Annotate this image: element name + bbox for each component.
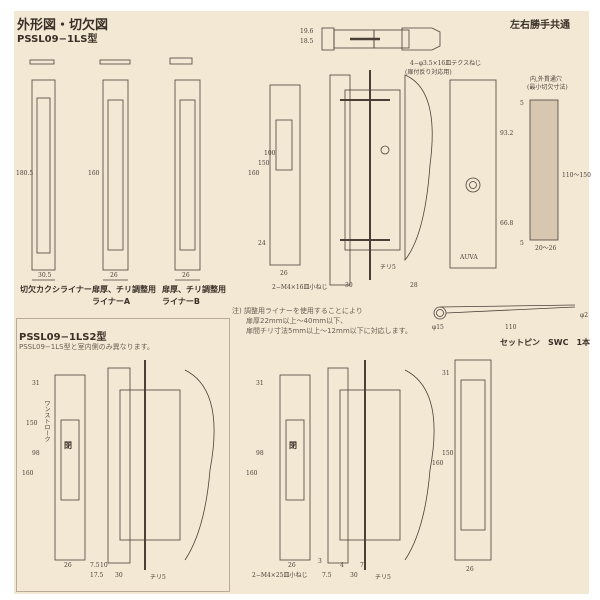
dim: 160 bbox=[88, 170, 100, 177]
dim: 150 bbox=[258, 160, 270, 167]
ls2-section bbox=[16, 318, 230, 592]
dim: 150 bbox=[26, 420, 38, 427]
dim: 30 bbox=[115, 572, 123, 579]
dim: 10 bbox=[100, 562, 108, 569]
dim: 26 bbox=[466, 566, 474, 573]
dim: 66.8 bbox=[500, 220, 514, 227]
dim: 5 bbox=[520, 240, 524, 247]
dim: 24 bbox=[258, 240, 266, 247]
lock-side-views bbox=[269, 70, 433, 286]
dim: 30.5 bbox=[38, 272, 52, 279]
dim: 160 bbox=[246, 470, 258, 477]
liner-b bbox=[169, 57, 201, 281]
callout: (扉付反り対応用) bbox=[405, 69, 452, 76]
lock-label: 閉 bbox=[64, 441, 72, 450]
lock-front-view bbox=[449, 79, 559, 269]
callout: (最小切欠寸法) bbox=[527, 84, 568, 91]
dim: 31 bbox=[256, 380, 264, 387]
dim: チリ5 bbox=[150, 574, 166, 581]
dim: 30 bbox=[350, 572, 358, 579]
dim: φ15 bbox=[432, 324, 444, 331]
ls2-drawings bbox=[54, 360, 215, 570]
note-prefix: 注) bbox=[232, 307, 242, 315]
page-title: 外形図・切欠図 bbox=[17, 18, 109, 33]
ls2-title: PSSL09−1LS2型 bbox=[19, 332, 107, 343]
dim: 160 bbox=[22, 470, 34, 477]
vertical-label: ワンストローク bbox=[43, 400, 50, 442]
common-note: 左右勝手共通 bbox=[510, 20, 570, 31]
dim: 180.5 bbox=[16, 170, 34, 177]
dim: 17.5 bbox=[90, 572, 104, 579]
note: 注) 調整用ライナーを使用することにより 扉厚22mm以上〜40mm以下、 扉間… bbox=[232, 306, 412, 336]
dim: 26 bbox=[110, 272, 118, 279]
callout: 4−φ3.5×16皿テクスねじ bbox=[410, 60, 482, 67]
lock-label: 閉 bbox=[289, 441, 297, 450]
dim: 110 bbox=[505, 324, 517, 331]
liner-label: 切欠カクシライナー bbox=[20, 285, 92, 294]
dim: 19.6 bbox=[300, 28, 314, 35]
dim: 93.2 bbox=[500, 130, 514, 137]
liner-cutout-cover bbox=[29, 59, 56, 281]
drawing-sheet bbox=[14, 11, 589, 594]
note-line: 調整用ライナーを使用することにより bbox=[243, 307, 363, 315]
dim: 7 bbox=[360, 562, 364, 569]
dim: 7.5 bbox=[90, 562, 100, 569]
dim: 5 bbox=[520, 100, 524, 107]
dim: 31 bbox=[442, 370, 450, 377]
model-name: PSSL09−1LS型 bbox=[17, 34, 98, 45]
dim: 18.5 bbox=[300, 38, 314, 45]
ls2-subtitle: PSSL09−1LS型と室内側のみ異なります。 bbox=[19, 343, 154, 351]
dim: φ2 bbox=[580, 312, 589, 319]
dim: 98 bbox=[32, 450, 40, 457]
bottom-mid-drawings bbox=[279, 360, 435, 570]
dim: 20〜26 bbox=[535, 245, 557, 252]
dim: 26 bbox=[182, 272, 190, 279]
liner-label: 扉厚、チリ調整用 bbox=[162, 285, 226, 294]
liner-a bbox=[99, 59, 131, 281]
dim: 28 bbox=[410, 282, 418, 289]
callout: 内,外貫通穴 bbox=[530, 76, 562, 83]
dim: 110〜150 bbox=[562, 172, 591, 179]
bottom-right-drawing bbox=[454, 359, 492, 561]
liner-label: ライナーB bbox=[162, 297, 200, 306]
dim: 30 bbox=[345, 282, 353, 289]
dim: 7.5 bbox=[322, 572, 332, 579]
dim: チリ5 bbox=[380, 264, 396, 271]
brand-mark: AUVA bbox=[460, 254, 478, 261]
liner-label: 扉厚、チリ調整用 bbox=[92, 285, 156, 294]
callout: 2−M4×25皿小ねじ bbox=[252, 572, 308, 579]
dim: チリ5 bbox=[375, 574, 391, 581]
note-line: 扉間チリ寸法5mm以上〜12mm以下に対応します。 bbox=[246, 327, 412, 335]
liner-label: ライナーA bbox=[92, 297, 131, 306]
callout: 2−M4×16皿小ねじ bbox=[272, 284, 328, 291]
dim: 4 bbox=[340, 562, 344, 569]
set-pin-label: セットピン SWC 1本 bbox=[500, 338, 591, 347]
dim: 100 bbox=[264, 150, 276, 157]
dim: 26 bbox=[288, 562, 296, 569]
dim: 26 bbox=[64, 562, 72, 569]
dim: 98 bbox=[256, 450, 264, 457]
dim: 3 bbox=[318, 558, 322, 565]
dim: 160 bbox=[432, 460, 444, 467]
lock-top-view bbox=[321, 27, 441, 51]
dim: 26 bbox=[280, 270, 288, 277]
note-line: 扉厚22mm以上〜40mm以下、 bbox=[246, 317, 348, 325]
dim: 150 bbox=[442, 450, 454, 457]
set-pin-drawing bbox=[433, 304, 576, 320]
dim: 31 bbox=[32, 380, 40, 387]
dim: 160 bbox=[248, 170, 260, 177]
